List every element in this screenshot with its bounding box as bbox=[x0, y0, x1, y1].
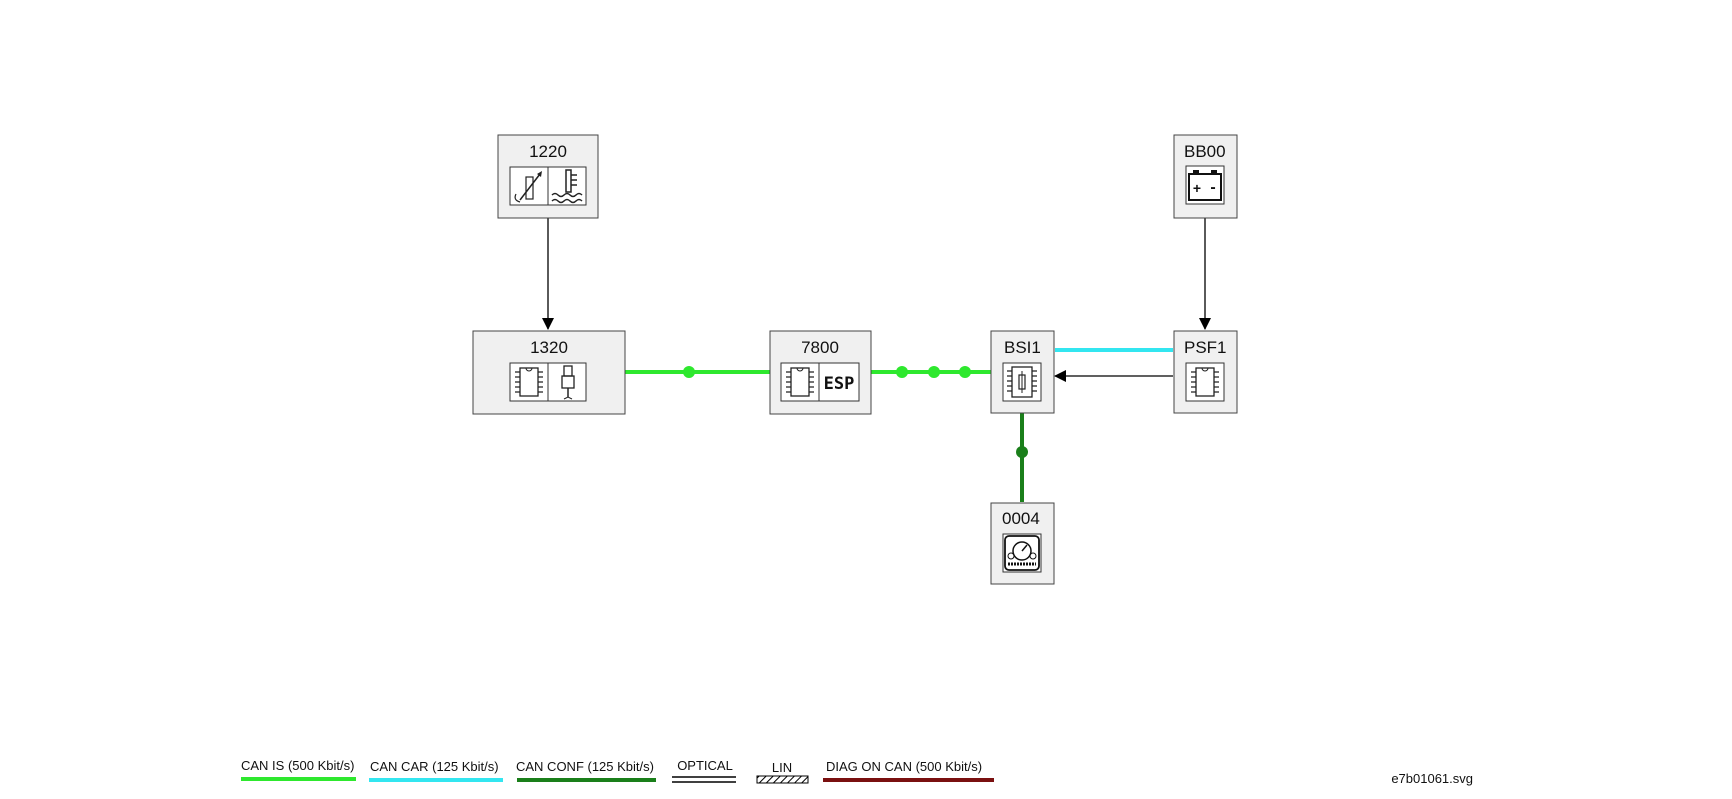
node-label: 1320 bbox=[530, 338, 568, 357]
connections bbox=[542, 218, 1211, 502]
legend-label: CAN CAR (125 Kbit/s) bbox=[370, 759, 499, 774]
legend-item-lin: LIN bbox=[756, 760, 809, 784]
legend: CAN IS (500 Kbit/s) CAN CAR (125 Kbit/s)… bbox=[241, 758, 994, 784]
node-label: BSI1 bbox=[1004, 338, 1041, 357]
fuel-injector-icon bbox=[547, 362, 587, 402]
instrument-panel-icon bbox=[1002, 533, 1042, 573]
can-conf-junction bbox=[1016, 446, 1028, 458]
node-psf1[interactable]: PSF1 bbox=[1173, 330, 1238, 414]
battery-plus-sign: + bbox=[1193, 180, 1201, 196]
legend-item-can-is: CAN IS (500 Kbit/s) bbox=[241, 758, 356, 781]
legend-item-optical: OPTICAL bbox=[672, 758, 736, 783]
filename-label: e7b01061.svg bbox=[1391, 771, 1473, 786]
legend-label: LIN bbox=[772, 760, 792, 775]
legend-item-diag-on-can: DIAG ON CAN (500 Kbit/s) bbox=[823, 759, 994, 782]
node-label: 1220 bbox=[529, 142, 567, 161]
node-label: BB00 bbox=[1184, 142, 1226, 161]
battery-icon: + - bbox=[1185, 165, 1225, 205]
battery-minus-sign: - bbox=[1210, 179, 1215, 196]
node-label: PSF1 bbox=[1184, 338, 1227, 357]
legend-label: CAN IS (500 Kbit/s) bbox=[241, 758, 354, 773]
esp-icon-text: ESP bbox=[824, 374, 855, 394]
node-bsi1[interactable]: BSI1 bbox=[990, 330, 1055, 414]
legend-item-can-conf: CAN CONF (125 Kbit/s) bbox=[516, 759, 656, 782]
node-7800[interactable]: 7800 ESP bbox=[769, 330, 872, 415]
coolant-temperature-icon bbox=[547, 166, 587, 206]
node-1320[interactable]: 1320 bbox=[472, 330, 626, 415]
legend-label: OPTICAL bbox=[677, 758, 733, 773]
bsi-fuse-chip-icon bbox=[1002, 362, 1042, 402]
can-is-junction bbox=[896, 366, 908, 378]
ecu-chip-icon bbox=[1185, 362, 1225, 402]
node-1220[interactable]: 1220 bbox=[497, 134, 599, 219]
ecu-chip-icon bbox=[780, 362, 820, 402]
ecu-chip-icon bbox=[509, 362, 549, 402]
can-is-junction bbox=[959, 366, 971, 378]
node-bb00[interactable]: BB00 + - bbox=[1173, 134, 1238, 219]
node-label: 7800 bbox=[801, 338, 839, 357]
sensor-gauge-icon bbox=[509, 166, 549, 206]
legend-item-can-car: CAN CAR (125 Kbit/s) bbox=[369, 759, 503, 782]
can-is-junction bbox=[683, 366, 695, 378]
can-is-junction bbox=[928, 366, 940, 378]
node-0004[interactable]: 0004 bbox=[990, 502, 1055, 585]
esp-icon: ESP bbox=[818, 362, 860, 402]
legend-label: CAN CONF (125 Kbit/s) bbox=[516, 759, 654, 774]
legend-label: DIAG ON CAN (500 Kbit/s) bbox=[826, 759, 982, 774]
node-label: 0004 bbox=[1002, 509, 1040, 528]
